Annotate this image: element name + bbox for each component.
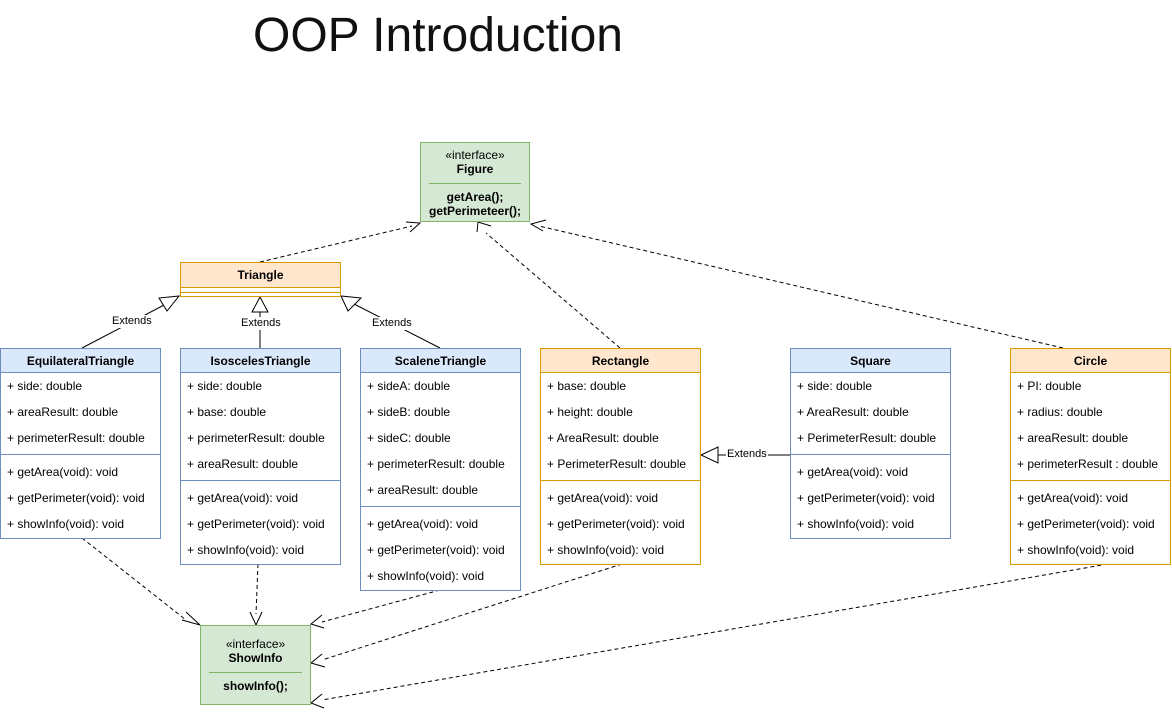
- method-row: + getArea(void): void: [7, 465, 119, 479]
- arrowhead-figure-from-triangle: [405, 221, 422, 233]
- triangle-divider: [181, 292, 340, 296]
- method-row: + showInfo(void): void: [367, 569, 485, 583]
- field-row: + side: double: [7, 379, 83, 393]
- method-row: + getArea(void): void: [1017, 491, 1129, 505]
- field-row: + side: double: [187, 379, 263, 393]
- section-divider: [181, 477, 340, 485]
- figure-interface[interactable]: «interface» Figure getArea(); getPerimet…: [420, 142, 530, 222]
- edge-scalene-showinfo: [321, 589, 441, 623]
- class-circle[interactable]: Circle + PI: double + radius: double + a…: [1010, 348, 1171, 565]
- figure-method: getArea();: [446, 190, 504, 204]
- arrowhead-showinfo-from-scalene: [309, 614, 325, 629]
- class-scalene-triangle[interactable]: ScaleneTriangle + sideA: double + sideB:…: [360, 348, 521, 591]
- arrowhead-showinfo-from-circle: [310, 693, 325, 709]
- field-row: + areaResult: double: [367, 483, 479, 497]
- class-name: IsoscelesTriangle: [181, 349, 340, 373]
- class-isosceles-triangle[interactable]: IsoscelesTriangle + side: double + base:…: [180, 348, 341, 565]
- class-rectangle[interactable]: Rectangle + base: double + height: doubl…: [540, 348, 701, 565]
- showinfo-interface[interactable]: «interface» ShowInfo showInfo();: [200, 625, 311, 705]
- method-row: + getPerimeter(void): void: [797, 491, 935, 505]
- method-row: + getPerimeter(void): void: [7, 491, 145, 505]
- class-name: Circle: [1011, 349, 1170, 373]
- field-row: + PerimeterResult: double: [797, 431, 937, 445]
- method-row: + getArea(void): void: [547, 491, 659, 505]
- field-row: + perimeterResult: double: [7, 431, 145, 445]
- field-row: + perimeterResult: double: [187, 431, 325, 445]
- arrowhead-showinfo-from-rectangle: [309, 653, 326, 668]
- class-name: Rectangle: [541, 349, 700, 373]
- showinfo-divider: [209, 672, 302, 673]
- section-divider: [541, 477, 700, 485]
- showinfo-name: ShowInfo: [228, 651, 283, 665]
- method-row: + getPerimeter(void): void: [547, 517, 685, 531]
- method-row: + showInfo(void): void: [1017, 543, 1135, 557]
- triangle-name: Triangle: [181, 263, 340, 288]
- field-row: + height: double: [547, 405, 633, 419]
- field-row: + PerimeterResult: double: [547, 457, 687, 471]
- edge-equilateral-showinfo: [81, 537, 187, 621]
- extends-label-square: Extends: [726, 448, 768, 461]
- figure-divider: [429, 183, 521, 184]
- showinfo-stereotype: «interface»: [225, 637, 286, 651]
- field-row: + radius: double: [1017, 405, 1103, 419]
- field-row: + sideB: double: [367, 405, 451, 419]
- field-row: + base: double: [547, 379, 627, 393]
- method-row: + getPerimeter(void): void: [1017, 517, 1155, 531]
- method-row: + getArea(void): void: [797, 465, 909, 479]
- field-row: + areaResult: double: [187, 457, 299, 471]
- class-name: EquilateralTriangle: [1, 349, 160, 373]
- class-name: ScaleneTriangle: [361, 349, 520, 373]
- diagram-title: OOP Introduction: [253, 9, 623, 62]
- method-row: + getPerimeter(void): void: [367, 543, 505, 557]
- field-row: + side: double: [797, 379, 873, 393]
- method-row: + showInfo(void): void: [547, 543, 665, 557]
- section-divider: [1, 451, 160, 459]
- section-divider: [791, 451, 950, 459]
- method-row: + showInfo(void): void: [7, 517, 125, 531]
- method-row: + getPerimeter(void): void: [187, 517, 325, 531]
- field-row: + base: double: [187, 405, 267, 419]
- edge-isosceles-showinfo: [255, 563, 259, 615]
- field-row: + PI: double: [1017, 379, 1082, 393]
- arrowhead-square: [699, 446, 719, 464]
- figure-name: Figure: [456, 162, 494, 176]
- class-square[interactable]: Square + side: double + AreaResult: doub…: [790, 348, 951, 539]
- arrowhead-equilateral: [158, 295, 181, 312]
- extends-label-equilateral: Extends: [111, 315, 153, 328]
- method-row: + getArea(void): void: [187, 491, 299, 505]
- field-row: + AreaResult: double: [547, 431, 659, 445]
- arrowhead-showinfo-from-equilateral: [181, 611, 201, 626]
- arrowhead-scalene: [340, 295, 363, 312]
- extends-label-isosceles: Extends: [240, 317, 282, 330]
- section-divider: [361, 503, 520, 511]
- figure-method: getPerimeteer();: [428, 204, 522, 218]
- triangle-class[interactable]: Triangle: [180, 262, 341, 297]
- edge-rectangle-showinfo: [321, 563, 623, 661]
- arrowhead-isosceles: [251, 295, 269, 313]
- field-row: + AreaResult: double: [797, 405, 909, 419]
- edge-circle-figure: [538, 225, 1064, 349]
- field-row: + areaResult: double: [1017, 431, 1129, 445]
- field-row: + perimeterResult: double: [367, 457, 505, 471]
- showinfo-method: showInfo();: [223, 679, 288, 693]
- method-row: + showInfo(void): void: [797, 517, 915, 531]
- arrowhead-figure-from-circle: [529, 219, 547, 232]
- field-row: + sideA: double: [367, 379, 451, 393]
- field-row: + areaResult: double: [7, 405, 119, 419]
- section-divider: [1011, 477, 1170, 485]
- class-equilateral-triangle[interactable]: EquilateralTriangle + side: double + are…: [0, 348, 161, 539]
- edge-triangle-figure: [259, 225, 413, 263]
- arrowhead-figure-from-rectangle: [476, 221, 492, 233]
- figure-stereotype: «interface»: [445, 148, 505, 162]
- method-row: + showInfo(void): void: [187, 543, 305, 557]
- field-row: + perimeterResult : double: [1017, 457, 1159, 471]
- extends-label-scalene: Extends: [371, 317, 413, 330]
- method-row: + getArea(void): void: [367, 517, 479, 531]
- class-name: Square: [791, 349, 950, 373]
- field-row: + sideC: double: [367, 431, 451, 445]
- edge-rectangle-figure: [485, 232, 621, 349]
